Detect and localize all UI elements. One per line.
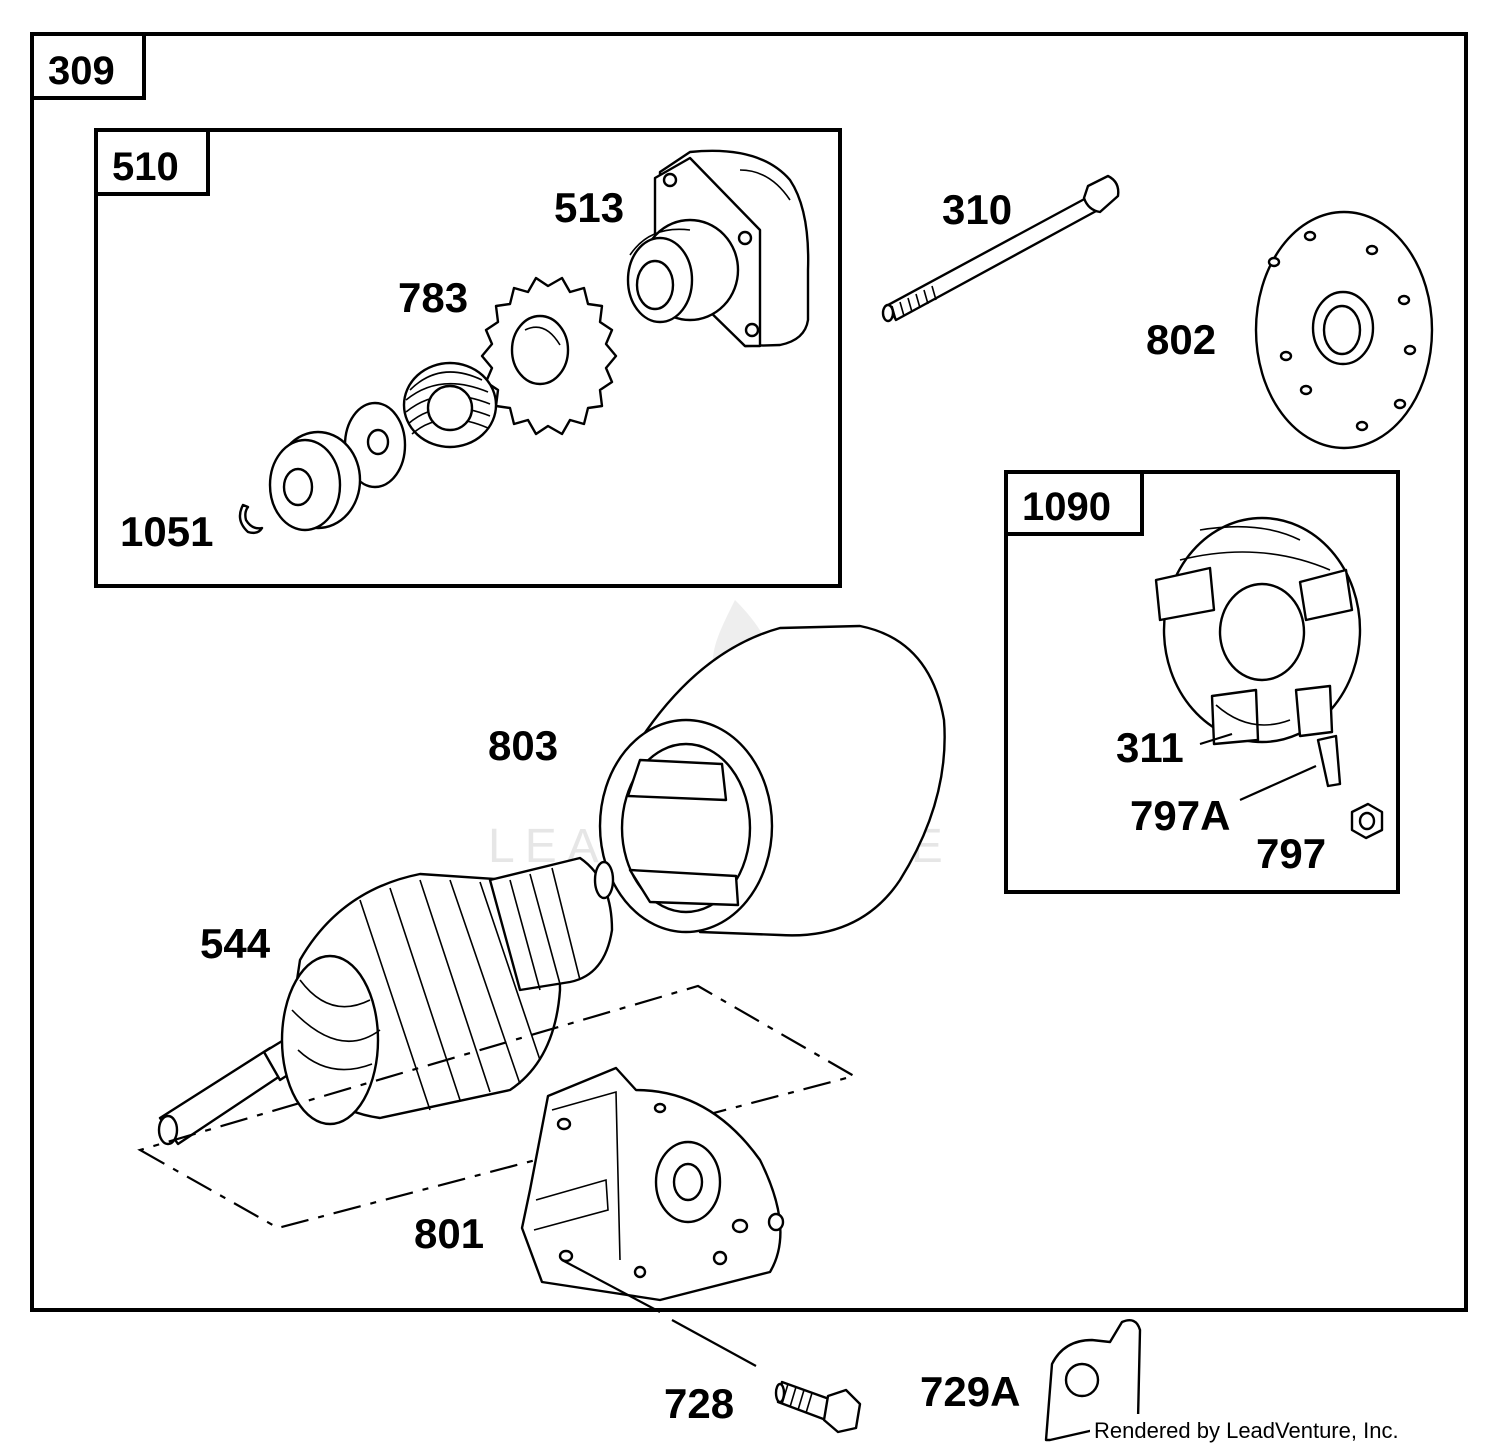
- label-513[interactable]: 513: [554, 184, 624, 231]
- part-310-through-bolt[interactable]: [881, 174, 1120, 323]
- part-stop-collar[interactable]: [268, 430, 362, 532]
- part-797-nut[interactable]: [1350, 802, 1384, 840]
- label-783[interactable]: 783: [398, 274, 468, 321]
- label-802[interactable]: 802: [1146, 316, 1216, 363]
- label-544[interactable]: 544: [200, 920, 271, 967]
- assembly-309-label-box: [30, 32, 146, 100]
- part-803-motor-housing[interactable]: [598, 624, 946, 937]
- assembly-309-frame: [30, 32, 1468, 1312]
- label-728[interactable]: 728: [664, 1380, 734, 1427]
- part-802-end-cap[interactable]: [1254, 210, 1434, 450]
- assembly-510-label-box: [94, 128, 210, 196]
- label-1051[interactable]: 1051: [120, 508, 213, 555]
- label-729A[interactable]: 729A: [920, 1368, 1020, 1415]
- part-783-pinion-gear[interactable]: [480, 276, 618, 436]
- leader-797A: [1239, 764, 1317, 802]
- part-anti-drift-spring[interactable]: [402, 361, 498, 449]
- leader-311: [1199, 732, 1233, 746]
- label-803[interactable]: 803: [488, 722, 558, 769]
- label-310[interactable]: 310: [942, 186, 1012, 233]
- assembly-510-frame: [94, 128, 842, 588]
- part-729A-bracket[interactable]: [1044, 1319, 1142, 1442]
- leader-728: [561, 1259, 661, 1313]
- part-washer[interactable]: [343, 401, 407, 489]
- assembly-1090-frame: [1004, 470, 1400, 894]
- part-544-armature[interactable]: [157, 856, 615, 1146]
- label-797A[interactable]: 797A: [1130, 792, 1230, 839]
- part-1051-retaining-ring[interactable]: [238, 503, 264, 535]
- label-801[interactable]: 801: [414, 1210, 484, 1257]
- part-513-drive-housing[interactable]: [626, 149, 810, 348]
- assembly-510-label[interactable]: 510: [112, 145, 179, 189]
- label-311[interactable]: 311: [1116, 724, 1184, 771]
- part-801-mounting-bracket[interactable]: [520, 1066, 785, 1302]
- part-728-screw[interactable]: [774, 1380, 862, 1434]
- assembly-1090-label[interactable]: 1090: [1022, 485, 1111, 529]
- label-797[interactable]: 797: [1256, 830, 1326, 877]
- part-311-brush-holder[interactable]: [1154, 516, 1362, 788]
- credit-backdrop: [1090, 1414, 1400, 1444]
- credit-text: Rendered by LeadVenture, Inc.: [1094, 1418, 1399, 1443]
- assembly-1090-label-box: [1004, 470, 1144, 536]
- assembly-309-label[interactable]: 309: [48, 49, 115, 93]
- leader-728-lower: [671, 1319, 757, 1367]
